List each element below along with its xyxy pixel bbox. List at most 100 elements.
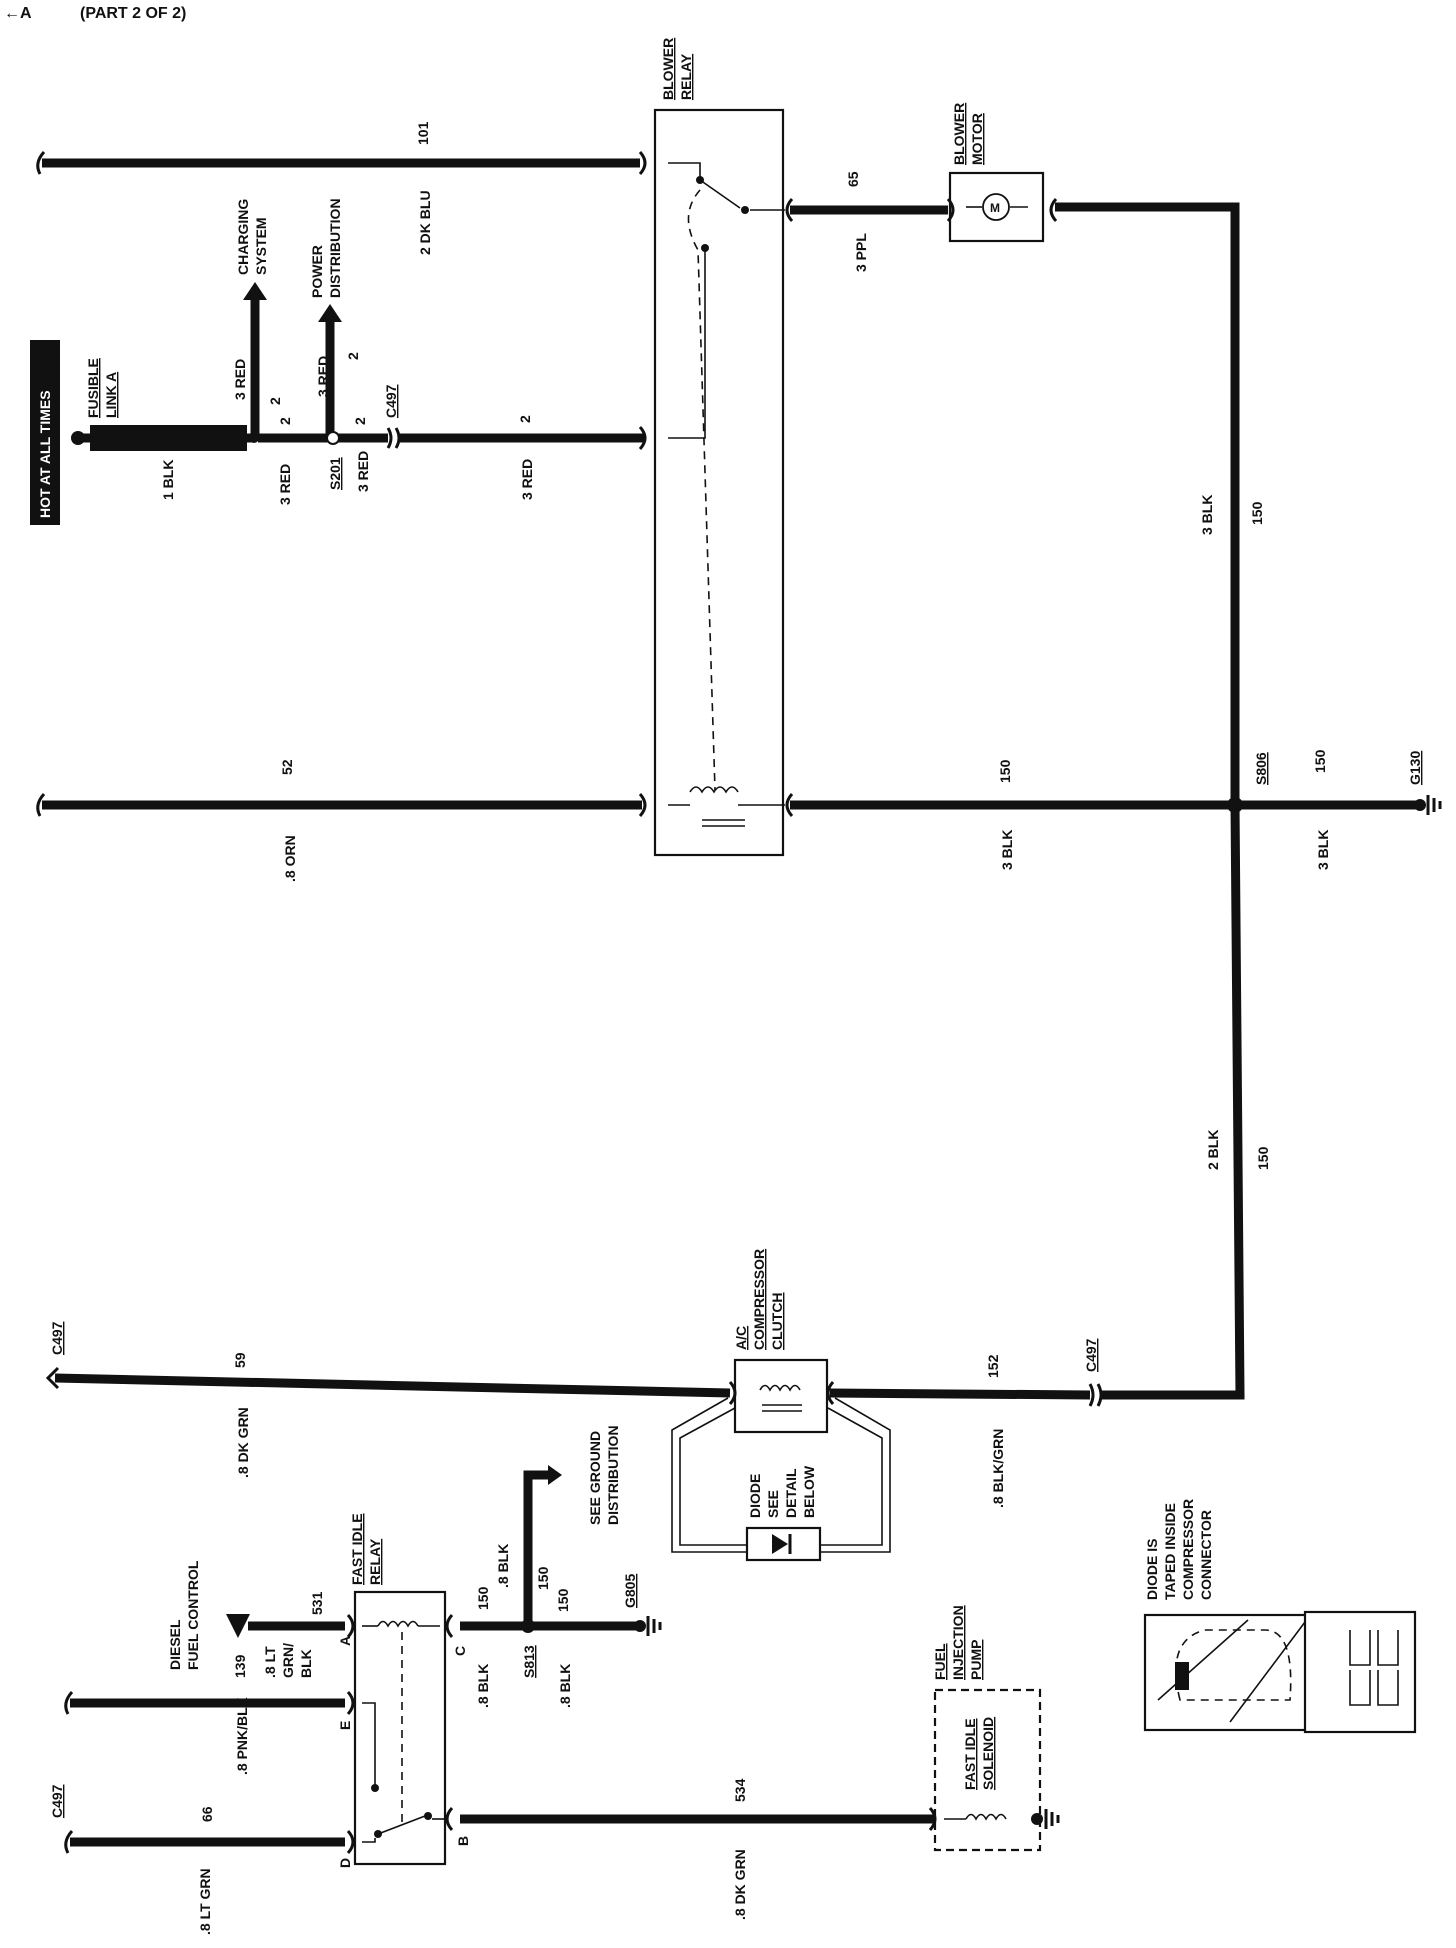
fir-d-lead [362,1838,376,1843]
fir-coil [377,1620,419,1628]
wire-152 [829,1388,1091,1400]
fusible-link-label-line-2: LINK A [103,372,119,418]
w531-color-2: GRN/ [280,1643,296,1678]
ac-clutch-label-line-2: COMPRESSOR [751,1249,767,1350]
s201-label: S201 [327,457,343,490]
fast-idle-solenoid-label-line-1: FAST IDLE [962,1718,978,1790]
c497-label-c: C497 [49,1321,65,1355]
w52-circuit: 52 [279,759,295,775]
fir-contact [424,1812,432,1820]
pin-c: C [452,1646,468,1656]
wire-ground-dist [523,1470,555,1484]
red-2-b: 2 [277,417,293,425]
fusible-link-label-line-1: FUSIBLE [85,358,101,418]
fir-conn-e [346,1690,355,1716]
wire-59 [54,1373,731,1398]
w534-circuit: 534 [732,1778,748,1802]
g130-dot [1414,799,1426,811]
header-part: (PART 2 OF 2) [80,5,186,22]
blk08-up: .8 BLK [495,1544,511,1588]
diesel-fuel-control-ref-line-1: DIESEL [167,1619,183,1670]
fuel-pump-label-line-3: PUMP [968,1640,984,1680]
fir-conn-c [445,1613,454,1639]
blower-motor-label-line-1: BLOWER [951,103,967,165]
wire-66-break [64,1829,74,1854]
fir-conn-b [445,1806,454,1832]
s201-splice [326,431,340,445]
w150-lower: 150 [1255,1146,1271,1170]
wire-150-top [1055,202,1240,805]
relay-conn-2 [638,425,647,451]
w101-circuit: 101 [415,121,431,145]
blk3-right: 3 BLK [1199,495,1215,535]
diode-lead-left-b [679,1407,747,1546]
fast-idle-relay-label-line-1: FAST IDLE [349,1513,365,1585]
relay-conn-101 [638,150,647,176]
diode-detail-label-line-1: DIODE IS [1144,1539,1160,1600]
charging-system-ref-line-2: SYSTEM [253,217,269,275]
fast-idle-relay-label-line-2: RELAY [367,1538,383,1585]
w150-g805: 150 [555,1588,571,1612]
charging-system-ref-line-1: CHARGING [235,199,251,275]
relay-coil [689,786,739,794]
ac-clutch-label-line-1: A/C [733,1326,749,1350]
w152-circuit: 152 [985,1354,1001,1378]
w101-color: 2 DK BLU [417,190,433,255]
w65-circuit: 65 [845,171,861,187]
relay-feed [668,250,706,439]
w150-g130: 150 [1312,749,1328,773]
relay-feed-dot [701,244,709,252]
ac-clutch-label-line-3: CLUTCH [769,1292,785,1350]
s806-label: S806 [1253,752,1269,785]
solenoid-coil [965,1813,1007,1821]
motor-conn-a [946,197,955,223]
w65-color: 3 PPL [853,233,869,272]
header-arrow: ←A [4,5,32,22]
w531-color-3: BLK [298,1649,314,1678]
diode-detail-label-line-2: TAPED INSIDE [1162,1503,1178,1600]
diode-detail-illustration [1143,1610,1417,1734]
fusible-end-dot [71,431,85,445]
s813-splice [521,1619,535,1633]
diode-detail-label-line-4: CONNECTOR [1198,1510,1214,1600]
ac-clutch-box [733,1358,829,1434]
power-distribution-ref-line-1: POWER [309,245,325,298]
fusible-link-body [90,425,247,451]
blower-relay-label-line-1: BLOWER [660,38,676,100]
power-distribution-ref-line-2: DISTRIBUTION [327,198,343,298]
ground-distribution-ref-line-2: DISTRIBUTION [605,1425,621,1525]
diode-label-line-1: DIODE [747,1474,763,1518]
wire-101-break [36,150,46,175]
wire-139-break [64,1690,74,1715]
w534-color: .8 DK GRN [732,1849,748,1920]
fuel-pump-label-line-1: FUEL [932,1643,948,1680]
w52-color: .8 ORN [282,835,298,882]
blk08-g805: .8 BLK [557,1664,573,1708]
w150-right: 150 [1249,501,1265,525]
ground-dist-arrow [548,1465,562,1485]
diode-detail-label-line-3: COMPRESSOR [1180,1499,1196,1600]
w150-relay: 150 [997,759,1013,783]
red-3-power: 3 RED [315,356,331,397]
wire-52-break [36,792,46,817]
blk08-fir: .8 BLK [475,1664,491,1708]
fir-e-lead [362,1702,376,1785]
fir-conn-d [346,1829,355,1855]
diode-label-line-2: SEE [765,1490,781,1518]
c497-label-b: C497 [1083,1338,1099,1372]
fuel-pump-box [933,1688,1042,1852]
w531-color-1: .8 LT [262,1646,278,1678]
motor-letter: M [990,201,1000,215]
wire-59-arrow [45,1366,60,1390]
red-3-b: 3 RED [519,459,535,500]
motor-conn-b [1049,197,1058,223]
solenoid-conn [928,1806,937,1832]
diode-lead-right-b [820,1407,883,1546]
blower-motor-label-line-2: MOTOR [969,113,985,165]
relay-contact-b [741,206,749,214]
red-2-d: 2 [517,415,533,423]
relay-linkage [687,189,716,791]
blk2-right: 2 BLK [1205,1130,1221,1170]
diode-label-line-4: BELOW [801,1465,817,1518]
splice-dot-a [249,433,259,443]
